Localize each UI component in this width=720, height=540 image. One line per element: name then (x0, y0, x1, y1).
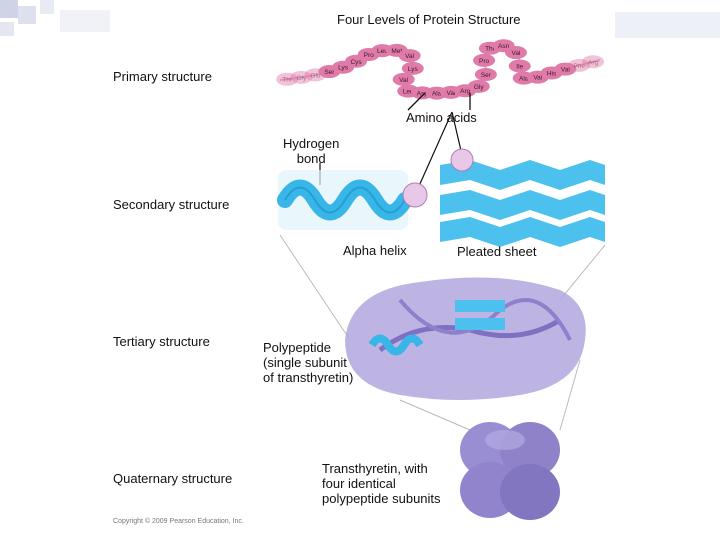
transthyretin-label: Transthyretin, with four identical polyp… (322, 461, 441, 506)
amino-acid-bead-label: Val (399, 77, 408, 84)
amino-acid-bead-label: Lys (408, 66, 419, 73)
quaternary-structure-graphic (460, 422, 560, 520)
amino-acid-bead-label: Cys (350, 59, 362, 66)
polypeptide-label: Polypeptide (single subunit of transthyr… (263, 340, 353, 385)
amino-acid-bead: Val (399, 49, 421, 62)
amino-acid-bead-label: Ser (481, 72, 492, 79)
amino-acid-bead-label: Val (512, 50, 521, 57)
amino-acid-bead-label: Arg (588, 59, 599, 66)
amino-acid-bead: Ser (475, 68, 497, 81)
alpha-helix-label: Alpha helix (343, 243, 407, 258)
hydrogen-bond-label: Hydrogen bond (283, 136, 339, 166)
amino-acid-bead: Arg (582, 55, 604, 68)
amino-acid-bead-label: Val (533, 75, 542, 82)
amino-acid-bead-label: Lys (338, 65, 349, 72)
amino-acid-bead-label: Gly (474, 84, 485, 91)
pleated-sheet-graphic (440, 149, 605, 247)
amino-acid-bead: Ile (509, 59, 531, 72)
amino-acid-bead: Val (505, 46, 527, 59)
amino-acid-bead: Gly (468, 80, 490, 93)
amino-acids-label: Amino acids (406, 110, 477, 125)
copyright-notice: Copyright © 2009 Pearson Education, Inc. (113, 518, 244, 525)
amino-acid-bead: Val (393, 73, 415, 86)
pleated-sheet-label: Pleated sheet (457, 244, 537, 259)
amino-acid-bead-label: Val (405, 53, 414, 60)
amino-acid-bead: Pro (473, 54, 495, 67)
alpha-helix-graphic (278, 170, 427, 230)
tertiary-structure-graphic (345, 278, 586, 401)
amino-acid-bead-label: Ile (516, 63, 523, 70)
amino-acid-bead-label: Pro (479, 58, 490, 65)
